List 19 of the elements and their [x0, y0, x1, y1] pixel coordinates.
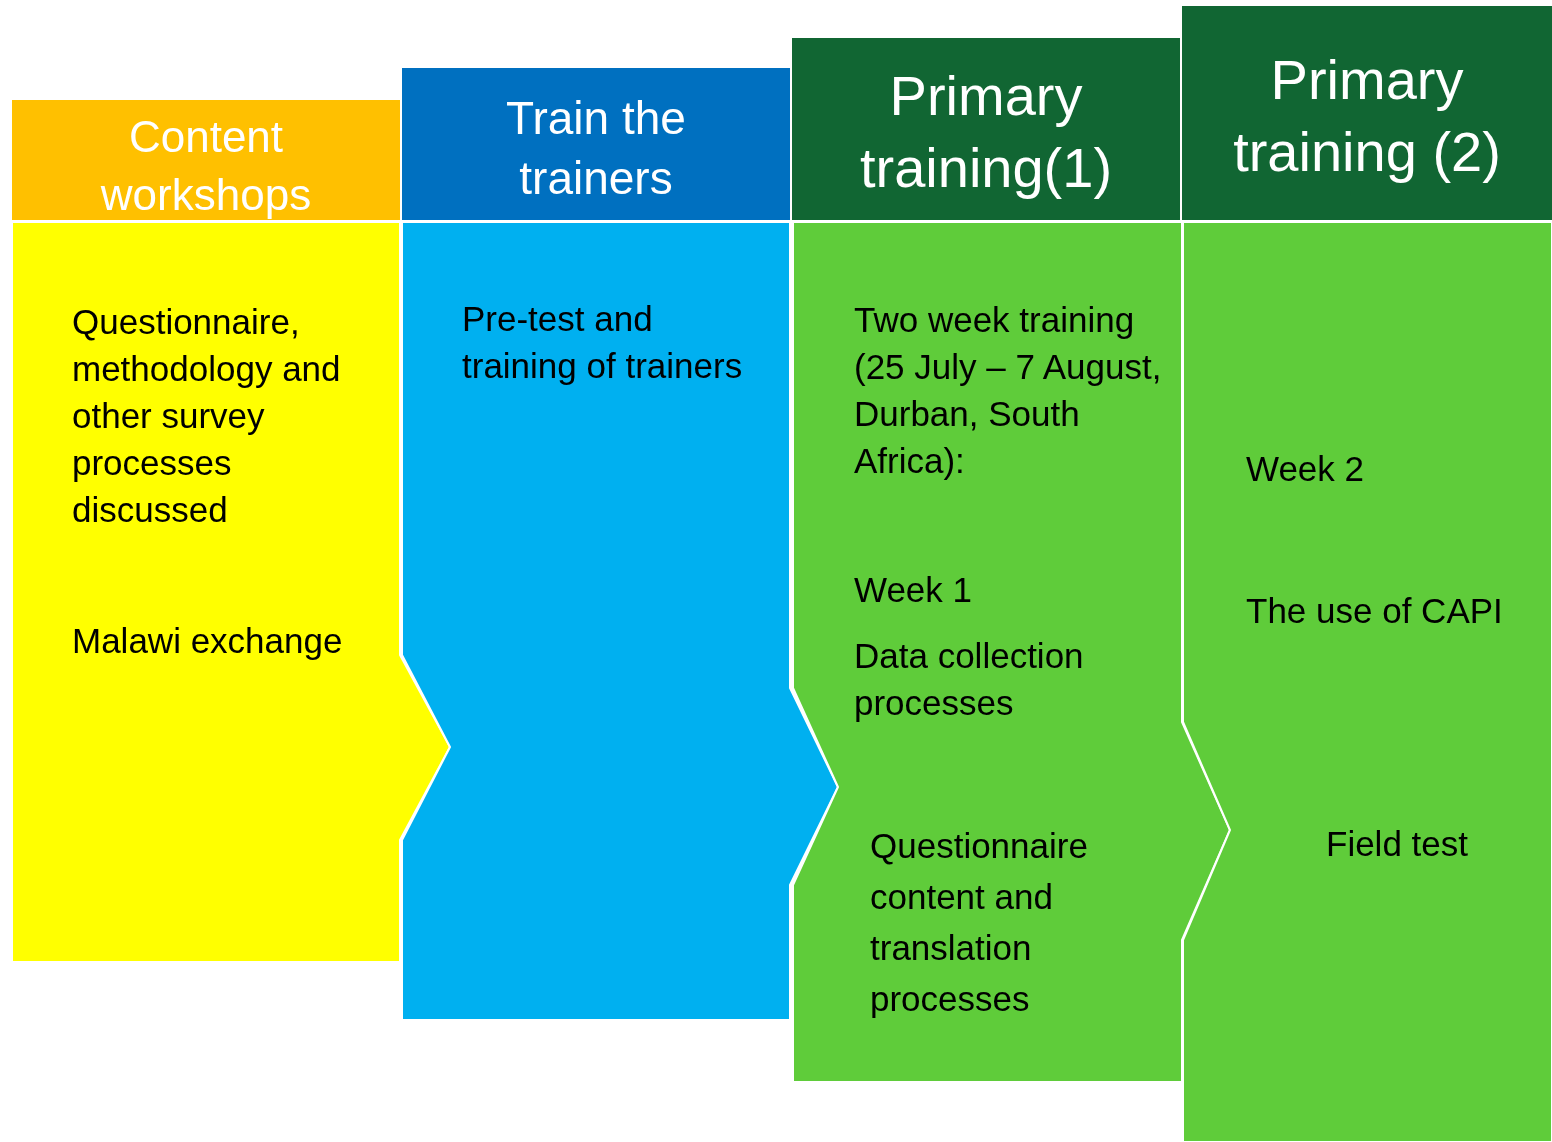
- body-text: Data collection processes: [854, 635, 1085, 724]
- chevron-panel: [402, 222, 840, 1020]
- header-title: Train the trainers: [505, 91, 687, 206]
- column-header: [402, 68, 790, 220]
- body-text: Two week training (25 July – 7 August, Durban, South Africa):: [854, 299, 1163, 482]
- body-text: Week 1: [854, 569, 974, 611]
- body-text: Week 2: [1246, 448, 1366, 490]
- body-text: Questionnaire content and translation processes: [870, 825, 1089, 1020]
- body-text: Pre-test and training of trainers: [462, 298, 744, 387]
- body-text: Field test: [1326, 823, 1469, 865]
- column-header: [792, 38, 1180, 220]
- chevron-panel: [1183, 222, 1552, 1142]
- header-title: Primary training (2): [1232, 47, 1502, 185]
- body-text: The use of CAPI: [1246, 590, 1504, 632]
- column-header: [12, 100, 400, 220]
- header-title: Content workshops: [99, 111, 313, 221]
- chevron-panel: [793, 222, 1232, 1082]
- header-title: Primary training(1): [858, 63, 1114, 201]
- column-header: [1182, 6, 1552, 220]
